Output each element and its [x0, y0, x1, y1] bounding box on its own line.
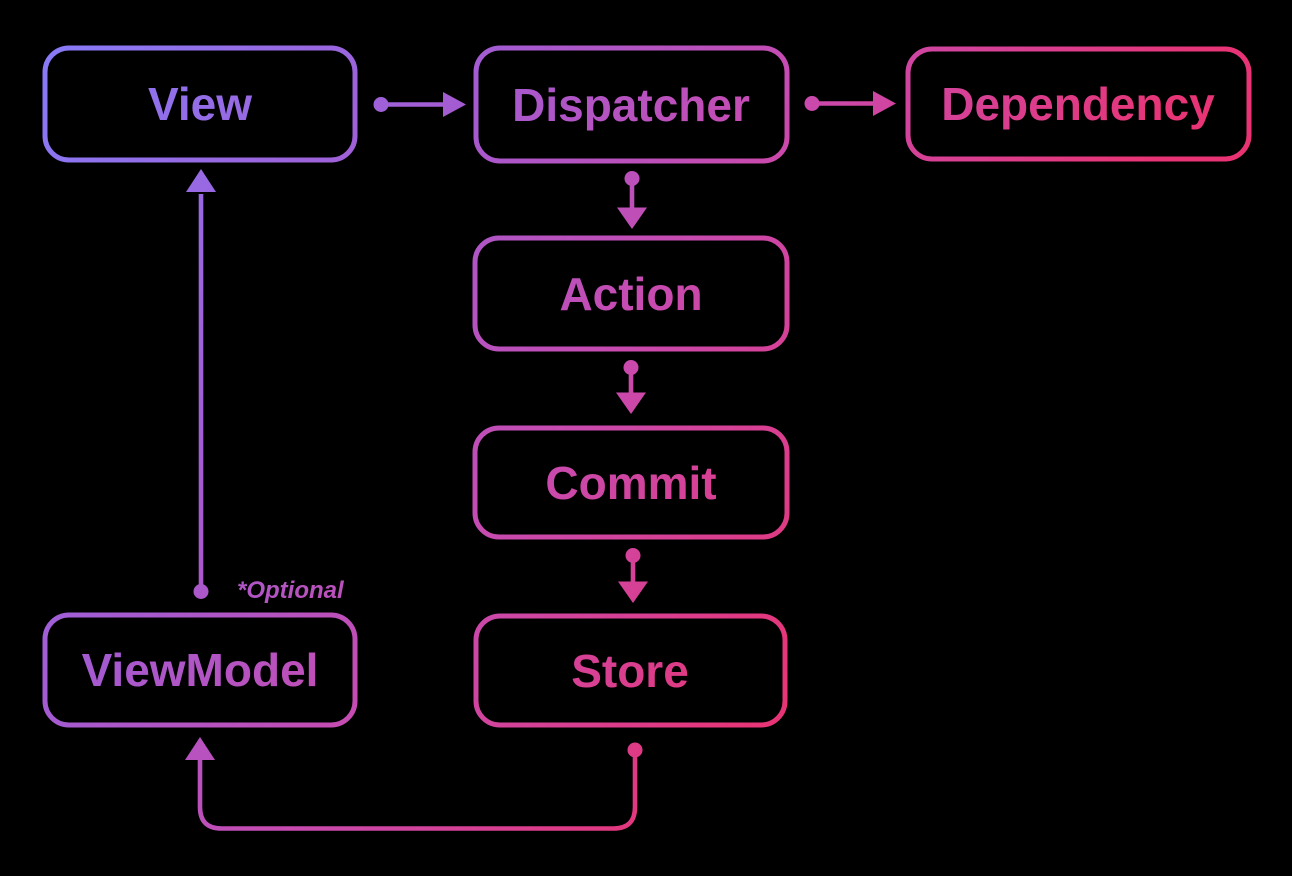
- arrow-dispatcher-to-action: [617, 171, 647, 229]
- node-dispatcher-label: Dispatcher: [512, 79, 750, 131]
- arrowhead-down-icon: [616, 392, 646, 414]
- optional-annotation: *Optional: [237, 577, 345, 604]
- edge-origin-dot: [193, 584, 209, 599]
- node-store-box: [473, 613, 788, 728]
- edge-elbow-line: [197, 756, 638, 831]
- arrowhead-right-icon: [443, 92, 466, 117]
- edge-origin-dot: [623, 360, 639, 375]
- arrow-store-to-viewmodel: [185, 737, 643, 831]
- node-store: Store: [473, 613, 788, 728]
- node-dispatcher: Dispatcher: [473, 45, 790, 164]
- node-dependency-label: Dependency: [941, 78, 1215, 130]
- arrow-viewmodel-to-view: [186, 169, 216, 599]
- node-dispatcher-box: [473, 45, 790, 164]
- arrow-commit-to-store: [618, 548, 648, 603]
- node-action-label: Action: [559, 268, 702, 320]
- node-view: View: [42, 45, 358, 163]
- edge-origin-dot: [624, 171, 640, 186]
- node-dependency-box: [905, 46, 1252, 162]
- arrowhead-up-icon: [185, 737, 215, 760]
- arrow-view-to-dispatcher: [373, 92, 466, 117]
- arrow-action-to-commit: [616, 360, 646, 414]
- node-commit-box: [472, 425, 790, 540]
- node-view-box: [42, 45, 358, 163]
- node-viewmodel: ViewModel: [42, 612, 358, 728]
- node-commit: Commit: [472, 425, 790, 540]
- edge-origin-dot: [804, 96, 820, 111]
- node-viewmodel-box: [42, 612, 358, 728]
- edge-origin-dot: [627, 742, 643, 758]
- arrow-dispatcher-to-dependency: [804, 91, 896, 116]
- node-action-box: [472, 235, 790, 352]
- node-store-label: Store: [571, 645, 689, 697]
- node-view-label: View: [148, 78, 252, 130]
- arrowhead-up-icon: [186, 169, 216, 192]
- edge-origin-dot: [625, 548, 641, 563]
- arrowhead-right-icon: [873, 91, 896, 116]
- node-commit-label: Commit: [545, 457, 716, 509]
- node-action: Action: [472, 235, 790, 352]
- arrowhead-down-icon: [618, 581, 648, 603]
- node-dependency: Dependency: [905, 46, 1252, 162]
- node-viewmodel-label: ViewModel: [82, 644, 319, 696]
- arrowhead-down-icon: [617, 207, 647, 229]
- edge-origin-dot: [373, 97, 389, 112]
